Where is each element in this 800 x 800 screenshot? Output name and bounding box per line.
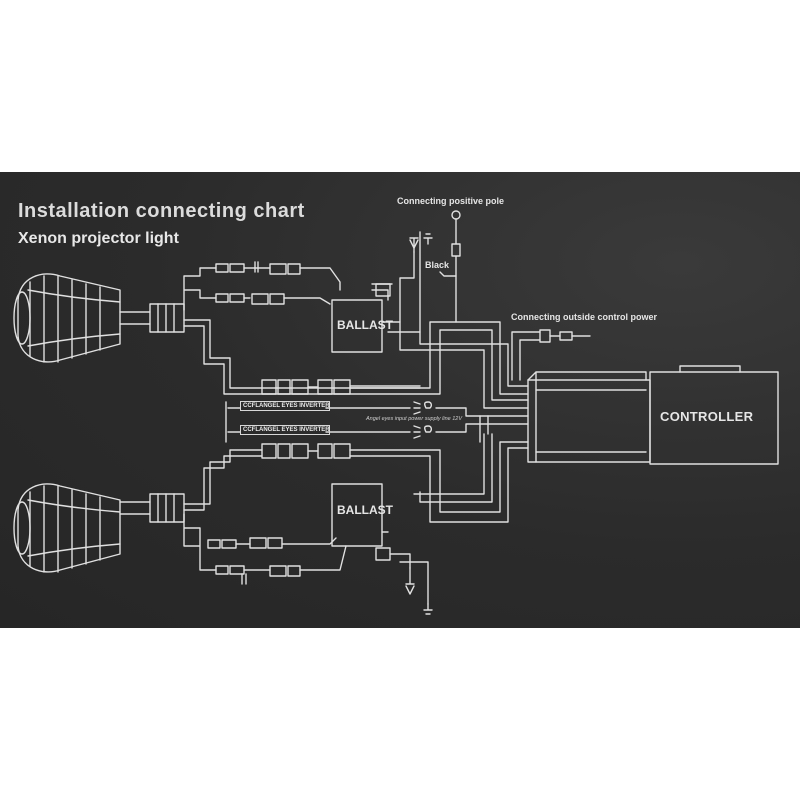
ballast-top-label: BALLAST (337, 318, 393, 332)
chart-title: Installation connecting chart (18, 200, 305, 222)
controller-unit (527, 365, 779, 465)
wiring-lines (13, 210, 779, 615)
wiring-diagram-board: Installation connecting chart Xenon proj… (0, 172, 800, 628)
black-wire-label: Black (425, 260, 450, 270)
ballast-bottom-label: BALLAST (337, 503, 393, 517)
ballast-top-box (331, 299, 383, 353)
angel-eyes-supply-label: Angel eyes input power supply line 12V (366, 416, 463, 422)
chart-subtitle: Xenon projector light (18, 230, 179, 247)
positive-pole-label: Connecting positive pole (397, 196, 505, 206)
outside-control-power-label: Connecting outside control power (511, 312, 657, 322)
projector-lamp-top (13, 273, 185, 363)
inverter-bottom-label: CCFLANGEL EYES INVERTER (240, 425, 330, 435)
projector-lamp-bottom (13, 483, 185, 573)
controller-label: CONTROLLER (660, 409, 754, 424)
inverter-top-label: CCFLANGEL EYES INVERTER (240, 401, 330, 411)
ballast-bottom-box (331, 483, 383, 547)
